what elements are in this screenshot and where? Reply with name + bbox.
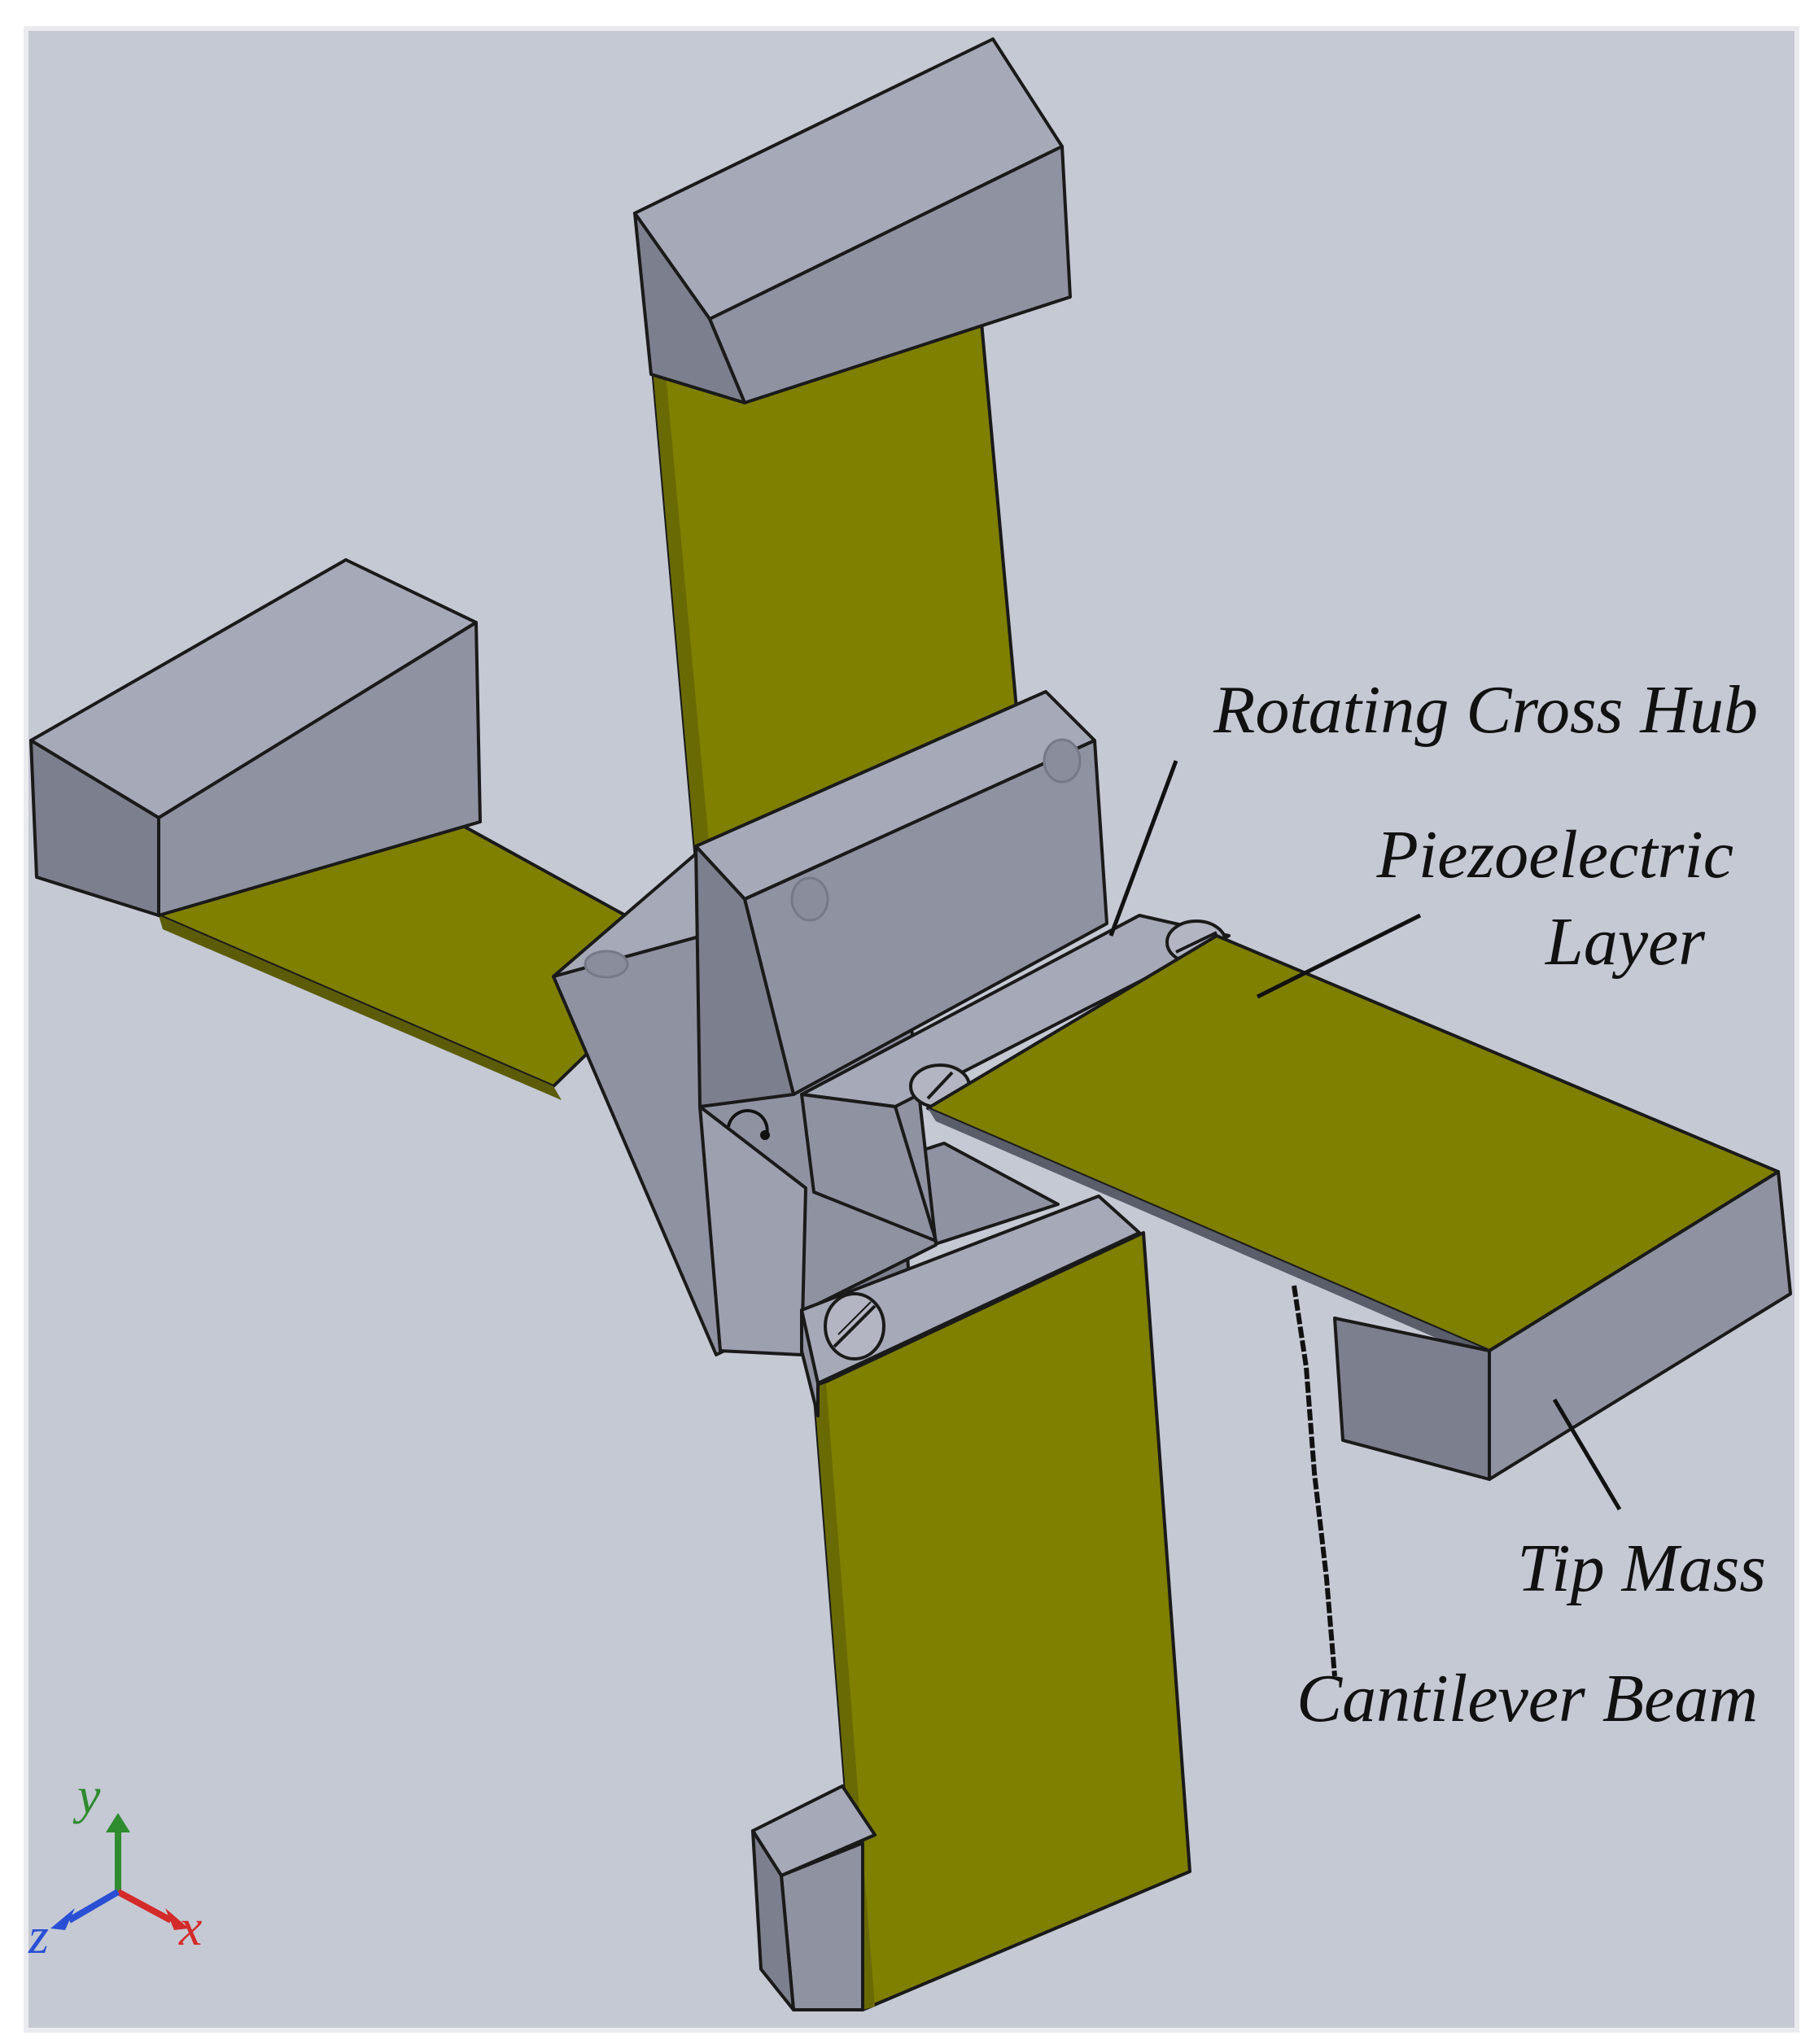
label-cantilever-beam: Cantilever Beam (1296, 1661, 1758, 1736)
top-tip-mass (633, 37, 1072, 404)
left-tip-mass (29, 558, 482, 917)
hub-leader-line (1108, 760, 1178, 937)
beam-leader-line (1292, 1285, 1337, 1677)
axis-label-y: y (72, 1767, 101, 1824)
screw-bottom (824, 1292, 885, 1360)
label-rotating-cross-hub: Rotating Cross Hub (1213, 672, 1758, 748)
axis-label-z: z (28, 1906, 49, 1964)
rotating-cross-hub (552, 690, 1231, 1417)
piezo-leader-line (1256, 913, 1422, 999)
label-piezoelectric: Piezoelectric (1376, 817, 1733, 893)
left-beam-edge (159, 915, 562, 1100)
axis-label-x: x (178, 1898, 202, 1956)
right-beam-edge (928, 1108, 1496, 1364)
top-beam-edge (651, 347, 715, 907)
label-layer: Layer (1545, 904, 1705, 980)
bottom-tip-mass (751, 1784, 877, 2011)
label-tip-mass: Tip Mass (1517, 1531, 1766, 1606)
right-tip-mass (1333, 1170, 1792, 1481)
axis-triad: y x z (28, 1767, 202, 1964)
tip-mass-leader-line (1552, 1398, 1622, 1511)
